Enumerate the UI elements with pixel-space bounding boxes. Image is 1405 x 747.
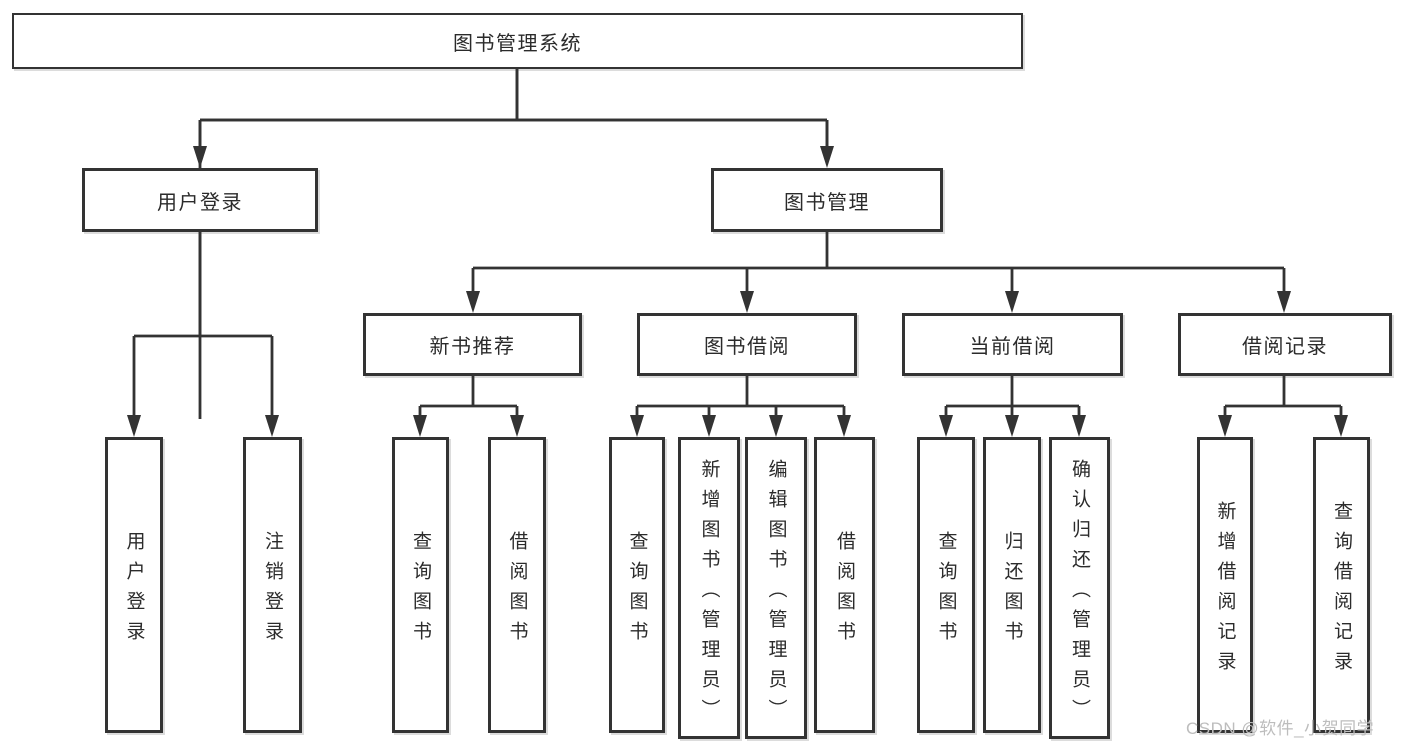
- leaf-borrow-books-borrowing: 借阅图书: [814, 437, 875, 733]
- leaf-query-borrow-record: 查询借阅记录: [1313, 437, 1370, 733]
- leaf-query-borrow-record-label: 查询借阅记录: [1331, 500, 1352, 681]
- leaf-return-books: 归还图书: [983, 437, 1041, 733]
- leaf-query-books-current: 查询图书: [917, 437, 975, 733]
- leaf-confirm-return-admin-label: 确认归还（管理员）: [1069, 458, 1090, 729]
- leaf-user-login: 用户登录: [105, 437, 163, 733]
- leaf-return-books-label: 归还图书: [1001, 530, 1023, 651]
- leaf-add-books-admin-label: 新增图书（管理员）: [698, 458, 720, 729]
- leaf-query-books-current-label: 查询图书: [935, 530, 957, 651]
- node-book-borrowing-label: 图书借阅: [704, 336, 790, 358]
- node-book-management: 图书管理: [711, 168, 943, 232]
- node-user-login-label: 用户登录: [157, 191, 243, 214]
- leaf-query-books-recommend-label: 查询图书: [410, 530, 431, 651]
- leaf-add-borrow-record-label: 新增借阅记录: [1214, 500, 1236, 681]
- node-current-borrowing-label: 当前借阅: [969, 336, 1056, 358]
- leaf-query-books-borrowing: 查询图书: [609, 437, 665, 733]
- leaf-borrow-books-recommend: 借阅图书: [488, 437, 546, 733]
- node-book-management-label: 图书管理: [784, 191, 870, 214]
- leaf-query-books-borrowing-label: 查询图书: [626, 530, 648, 651]
- leaf-edit-books-admin: 编辑图书（管理员）: [745, 437, 807, 739]
- csdn-watermark: CSDN @软件_小贺同学: [1186, 719, 1375, 738]
- connector-new-book-children: [418, 375, 519, 419]
- node-new-book-recommendation: 新书推荐: [363, 313, 582, 376]
- arrowheads: [127, 146, 1348, 437]
- leaf-confirm-return-admin: 确认归还（管理员）: [1049, 437, 1110, 739]
- leaf-borrow-books-borrowing-label: 借阅图书: [834, 530, 855, 651]
- leaf-add-books-admin: 新增图书（管理员）: [678, 437, 740, 739]
- node-borrowing-records: 借阅记录: [1178, 313, 1392, 376]
- leaf-logout-login-label: 注销登录: [262, 530, 283, 651]
- leaf-logout-login: 注销登录: [243, 437, 302, 733]
- leaf-add-borrow-record: 新增借阅记录: [1197, 437, 1253, 733]
- connector-user-login-children: [132, 231, 274, 418]
- node-borrowing-records-label: 借阅记录: [1242, 336, 1328, 358]
- connector-borrowing-records-children: [1223, 375, 1343, 419]
- leaf-edit-books-admin-label: 编辑图书（管理员）: [765, 458, 787, 729]
- node-root-label: 图书管理系统: [453, 32, 582, 55]
- node-book-borrowing: 图书借阅: [637, 313, 857, 376]
- node-root: 图书管理系统: [12, 13, 1023, 69]
- leaf-query-books-recommend: 查询图书: [392, 437, 449, 733]
- leaf-borrow-books-recommend-label: 借阅图书: [506, 530, 528, 651]
- connector-book-management-children: [471, 231, 1286, 296]
- node-user-login: 用户登录: [82, 168, 318, 232]
- node-new-book-recommendation-label: 新书推荐: [429, 336, 516, 358]
- node-current-borrowing: 当前借阅: [902, 313, 1123, 376]
- leaf-user-login-label: 用户登录: [123, 530, 145, 651]
- connector-book-borrowing-children: [635, 375, 846, 419]
- connector-current-borrowing-children: [944, 375, 1081, 419]
